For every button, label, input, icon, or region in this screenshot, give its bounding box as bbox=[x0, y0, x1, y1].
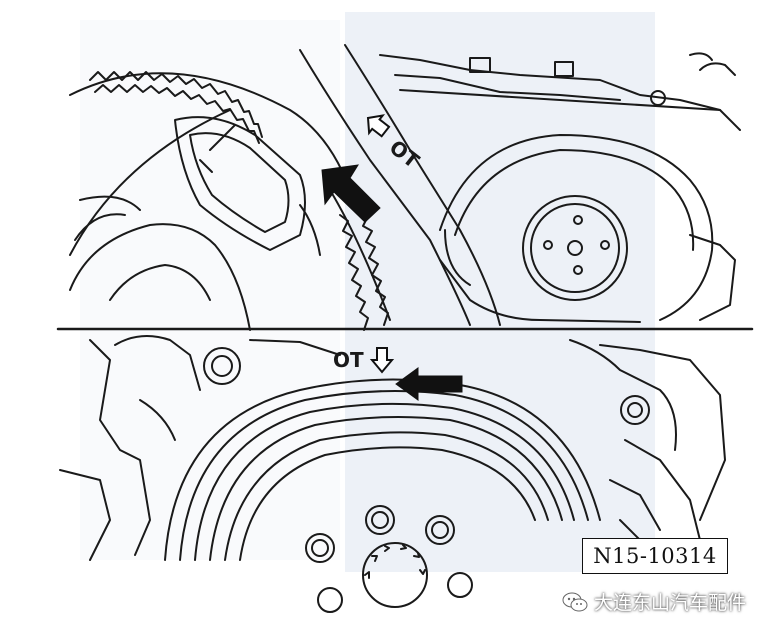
watermark-brand-text: 大连东山汽车配件 bbox=[594, 592, 747, 614]
camshaft-sprocket bbox=[69, 71, 351, 331]
engine-block-lower bbox=[59, 335, 726, 561]
watermark-band-left bbox=[80, 20, 340, 560]
watermark-brand: 大连东山汽车配件 bbox=[562, 588, 746, 615]
injection-pump-sprocket bbox=[439, 134, 736, 323]
ot-mark-arrow-upper bbox=[321, 164, 381, 223]
figure-id-label: N15-10314 bbox=[582, 538, 728, 574]
crankshaft-pulley bbox=[164, 378, 601, 613]
timing-belt bbox=[329, 189, 391, 331]
ot-pointer-lower bbox=[369, 347, 395, 374]
wechat-icon bbox=[562, 592, 588, 611]
timing-cover bbox=[299, 44, 741, 326]
ot-pointer-upper bbox=[366, 114, 391, 138]
ot-mark-arrow-lower bbox=[395, 367, 463, 401]
ot-label-lower: OT bbox=[333, 348, 364, 372]
